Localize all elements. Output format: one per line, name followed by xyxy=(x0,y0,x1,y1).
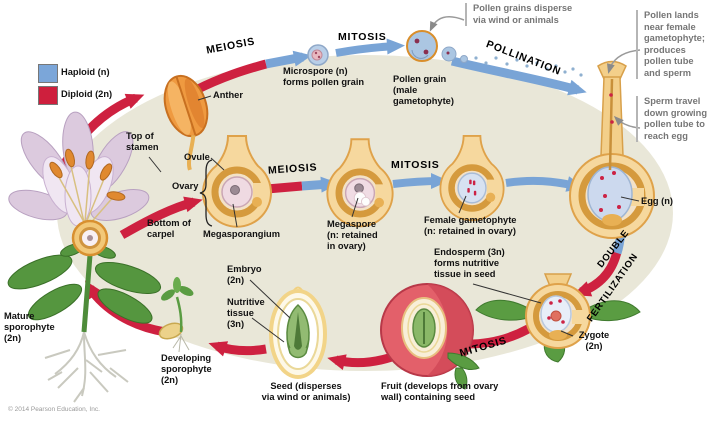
zygote-illustration xyxy=(475,273,641,363)
callout-pollen-disperse: Pollen grains disperse via wind or anima… xyxy=(465,3,572,26)
ovule-label: Ovule xyxy=(184,152,210,162)
developing-sporophyte-label: Developing sporophyte (2n) xyxy=(161,353,212,385)
copyright-notice: © 2014 Pearson Education, Inc. xyxy=(8,406,100,413)
callout-pollen-lands: Pollen lands near female gametophyte; pr… xyxy=(636,10,705,79)
megaspore-label: Megaspore (n: retained in ovary) xyxy=(327,219,378,251)
fruit-illustration xyxy=(380,283,480,390)
carpel-ovule-illustration xyxy=(202,135,272,228)
embryo-label: Embryo (2n) xyxy=(227,264,262,285)
legend-haploid-label: Haploid (n) xyxy=(61,67,110,77)
pollen-dot-trail xyxy=(474,56,583,77)
fruit-label: Fruit (develops from ovary wall) contain… xyxy=(381,381,499,402)
mature-sporophyte-label: Mature sporophyte (2n) xyxy=(4,311,55,343)
anther-illustration xyxy=(163,74,209,171)
flower-anthers xyxy=(49,148,126,201)
egg-label: Egg (n) xyxy=(641,196,674,206)
nutritive-tissue-label: Nutritive tissue (3n) xyxy=(227,297,265,329)
bottom-of-carpel-label: Bottom of carpel xyxy=(147,218,191,239)
pistil-illustration xyxy=(569,60,655,239)
leader-lines xyxy=(148,95,640,343)
zygote-label: Zygote (2n) xyxy=(578,330,610,351)
blue-arrows xyxy=(265,38,626,255)
seed-illustration xyxy=(269,286,327,379)
top-of-stamen-label: Top of stamen xyxy=(126,131,159,152)
mitosis-top-label: MITOSIS xyxy=(338,31,387,43)
legend-diploid-label: Diploid (2n) xyxy=(61,89,113,99)
mature-sporophyte-illustration xyxy=(7,111,162,403)
ovary-label: Ovary xyxy=(172,181,199,191)
mitosis-mid-label: MITOSIS xyxy=(391,159,440,171)
developing-sporophyte-illustration xyxy=(158,277,194,353)
seed-label: Seed (disperses via wind or animals) xyxy=(261,381,351,402)
microspore-label: Microspore (n) forms pollen grain xyxy=(283,66,365,87)
megasporangium-label: Megasporangium xyxy=(203,229,280,239)
microspore-illustration xyxy=(307,44,329,66)
anther-label: Anther xyxy=(213,90,243,100)
pollen-grain-illustration xyxy=(406,30,468,63)
female-gametophyte-label: Female gametophyte (n: retained in ovary… xyxy=(424,215,517,236)
legend-diploid-swatch xyxy=(38,86,58,105)
endosperm-label: Endosperm (3n) forms nutritive tissue in… xyxy=(434,247,505,279)
carpel-female-gametophyte-illustration xyxy=(439,134,505,222)
ovary-bracket xyxy=(199,159,213,227)
pollen-grain-label: Pollen grain (male gametophyte) xyxy=(393,74,454,106)
callout-sperm-travel: Sperm travel down growing pollen tube to… xyxy=(636,96,707,142)
legend-haploid-swatch xyxy=(38,64,58,83)
carpel-megaspore-illustration xyxy=(326,138,394,228)
